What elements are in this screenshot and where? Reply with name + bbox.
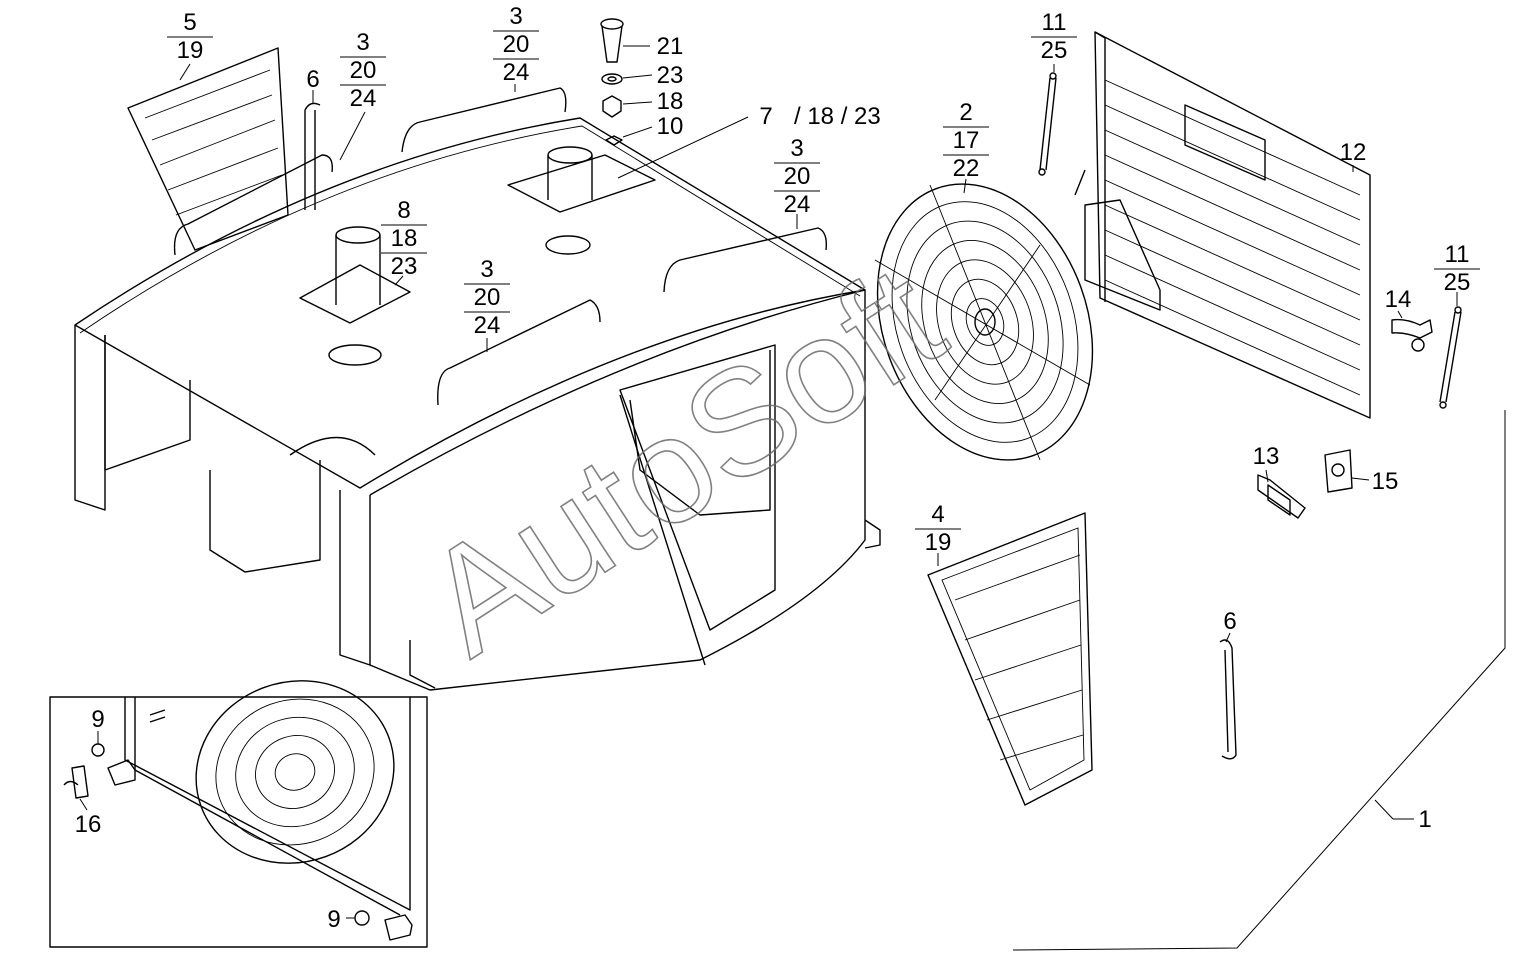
rods-drawing <box>1038 72 1462 409</box>
callout-c6: 23 <box>657 62 684 89</box>
callout-number: 24 <box>503 59 530 86</box>
callout-number: 11 <box>1445 241 1470 268</box>
callout-number: 22 <box>953 155 980 182</box>
callout-c21: 6 <box>1223 608 1236 635</box>
assembly-boundary <box>1012 410 1506 951</box>
callout-c5: 21 <box>657 33 684 60</box>
callout-number: 25 <box>1444 269 1471 296</box>
lower-grille-drawing <box>927 512 1093 806</box>
callout-number: 20 <box>503 31 530 58</box>
callout-number: 25 <box>1041 37 1068 64</box>
callout-number: 2 <box>959 99 972 126</box>
callout-number: 9 <box>327 906 340 933</box>
callout-c20: 419 <box>915 501 961 556</box>
callout-number: 19 <box>177 37 204 64</box>
callout-c25: 9 <box>327 906 340 933</box>
side-panel-drawing <box>1074 31 1371 419</box>
bolt-stack-drawing <box>600 18 624 146</box>
callout-number: 9 <box>91 706 104 733</box>
callout-number: 4 <box>931 501 944 528</box>
callout-c9: 7 / 18 / 23 <box>759 103 880 130</box>
callout-number: 6 <box>1223 608 1236 635</box>
callout-c18: 13 <box>1253 443 1280 470</box>
callout-number: 3 <box>509 3 522 30</box>
callout-number: 23 <box>657 62 684 89</box>
callout-number: 19 <box>925 529 952 556</box>
fan-guard-drawing <box>874 183 1094 461</box>
callout-number: 3 <box>356 29 369 56</box>
callout-number: 16 <box>75 811 102 838</box>
callout-number: 5 <box>183 9 196 36</box>
callout-number: 20 <box>784 163 811 190</box>
callout-number: 10 <box>657 113 684 140</box>
callout-c22: 1 <box>1418 806 1431 833</box>
housing-drawing <box>74 47 881 691</box>
leader-lines <box>79 45 1458 919</box>
callout-c19: 15 <box>1372 468 1399 495</box>
callout-c24: 16 <box>75 811 102 838</box>
callout-number: 6 <box>306 66 319 93</box>
callout-number: 24 <box>350 85 377 112</box>
callout-number: 12 <box>1340 139 1367 166</box>
callout-number: 21 <box>657 33 684 60</box>
callout-number: 3 <box>790 135 803 162</box>
callout-number: 18 <box>391 225 418 252</box>
callout-number: 7 <box>759 103 772 130</box>
callout-number: 3 <box>480 256 493 283</box>
callout-c15: 12 <box>1340 139 1367 166</box>
callout-c8: 10 <box>657 113 684 140</box>
callout-number: 24 <box>474 312 501 339</box>
callout-number: / 18 / 23 <box>794 103 881 130</box>
callout-number: 20 <box>350 57 377 84</box>
callout-c17: 14 <box>1385 286 1412 313</box>
callout-number: 24 <box>784 191 811 218</box>
hardware-drawing <box>1257 318 1433 519</box>
callout-number: 18 <box>657 88 684 115</box>
callout-number: 8 <box>397 197 410 224</box>
callout-number: 20 <box>474 284 501 311</box>
callout-number: 1 <box>1418 806 1431 833</box>
callout-number: 17 <box>953 127 980 154</box>
callout-c23: 9 <box>91 706 104 733</box>
right-pipe-drawing <box>1219 639 1237 760</box>
callout-c7: 18 <box>657 88 684 115</box>
callout-number: 13 <box>1253 443 1280 470</box>
callout-number: 14 <box>1385 286 1412 313</box>
callout-number: 11 <box>1042 9 1067 36</box>
callout-number: 15 <box>1372 468 1399 495</box>
inset-detail <box>49 680 428 948</box>
callout-number: 23 <box>391 253 418 280</box>
callout-c3: 6 <box>306 66 319 93</box>
callout-c1: 519 <box>167 9 213 64</box>
